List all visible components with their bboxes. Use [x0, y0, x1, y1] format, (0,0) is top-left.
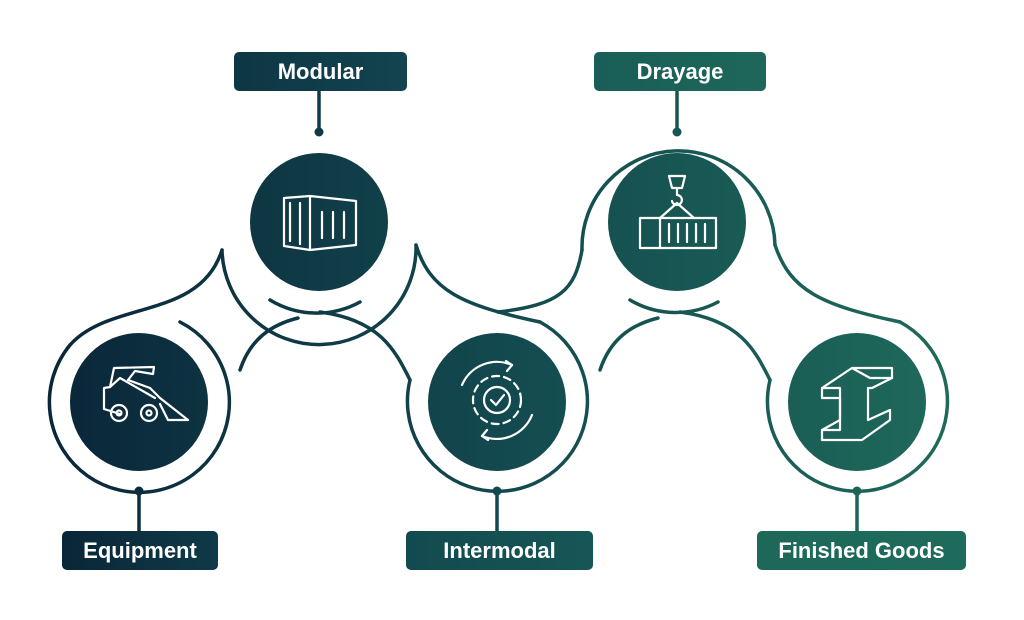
connector-4	[318, 310, 412, 382]
connector-8	[678, 310, 772, 382]
connector-lines	[47, 90, 950, 533]
steel-i-beam-icon	[820, 366, 894, 442]
modular-ring-lower	[268, 298, 362, 315]
connector-2	[238, 316, 300, 372]
finished-goods-disk	[788, 333, 926, 471]
connector-5	[496, 248, 584, 314]
shipping-container-icon	[282, 194, 358, 252]
connector-1	[68, 248, 224, 347]
crane-hook-container-icon	[638, 174, 718, 250]
stage-label-modular: Modular	[234, 52, 407, 91]
drayage-ring	[580, 149, 777, 252]
drayage-disk	[608, 153, 746, 291]
gear-cycle-check-icon	[460, 359, 534, 442]
drayage-ring-lower	[628, 298, 720, 315]
equipment-disk	[70, 333, 208, 471]
connector-6	[598, 316, 660, 372]
connector-7	[773, 243, 902, 324]
intermodal-ring	[405, 320, 590, 494]
stage-label-equipment: Equipment	[62, 531, 218, 570]
modular-disk	[250, 153, 388, 291]
equipment-ring	[47, 320, 232, 495]
stage-label-finished-goods: Finished Goods	[757, 531, 966, 570]
stage-label-drayage: Drayage	[594, 52, 766, 91]
skid-steer-loader-icon	[102, 365, 190, 423]
connector-3	[414, 243, 542, 324]
finished-goods-ring	[765, 320, 950, 494]
stage-label-intermodal: Intermodal	[406, 531, 593, 570]
modular-ring	[220, 243, 418, 347]
